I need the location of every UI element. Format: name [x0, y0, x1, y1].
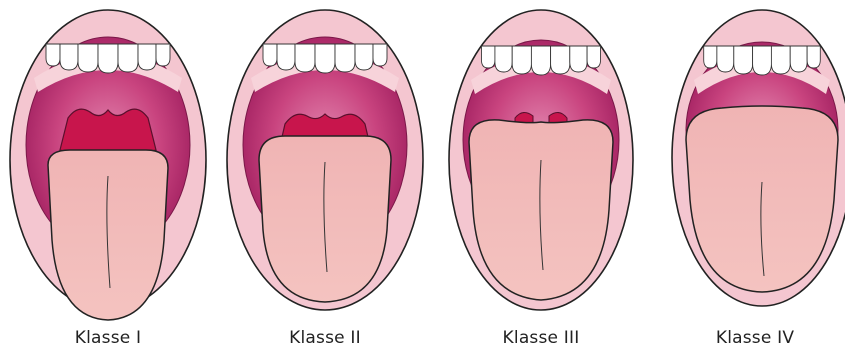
label-klasse-4: Klasse IV — [665, 328, 845, 348]
panel-klasse-1 — [10, 10, 206, 320]
tongue — [469, 120, 613, 300]
teeth — [46, 44, 170, 73]
label-klasse-3: Klasse III — [451, 328, 631, 348]
panel-klasse-2 — [227, 10, 423, 310]
panel-klasse-4 — [672, 10, 845, 306]
teeth — [481, 46, 600, 75]
label-klasse-1: Klasse I — [18, 328, 198, 348]
panel-klasse-3 — [449, 10, 633, 310]
teeth — [263, 44, 387, 73]
uvula-pillars — [60, 109, 156, 153]
tongue — [259, 136, 391, 302]
tongue — [48, 150, 168, 320]
tongue — [686, 106, 838, 292]
teeth — [704, 46, 821, 75]
label-klasse-2: Klasse II — [235, 328, 415, 348]
